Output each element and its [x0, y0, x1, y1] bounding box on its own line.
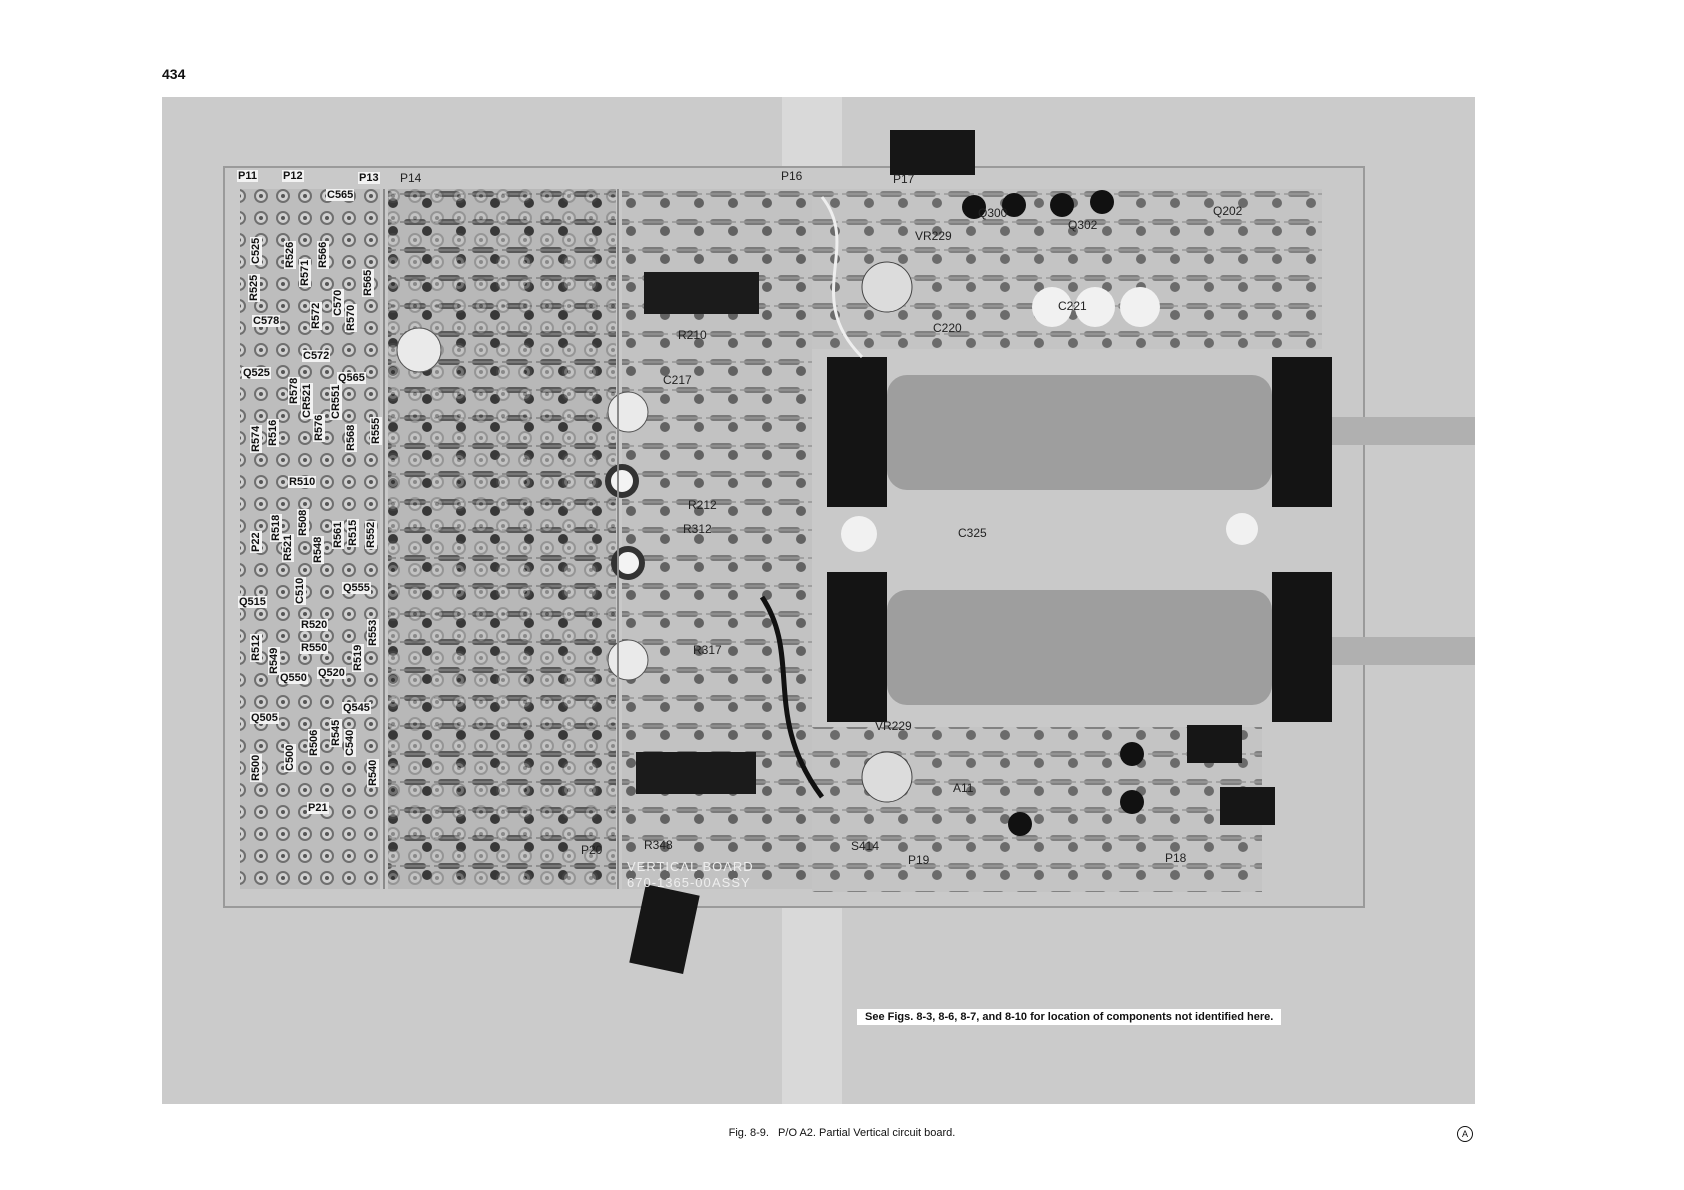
component-label: C565: [326, 189, 355, 201]
component-label: Q515: [238, 596, 267, 608]
component-label: CR551: [330, 383, 342, 420]
component-label: Q565: [337, 372, 366, 384]
figure-note: See Figs. 8-3, 8-6, 8-7, and 8-10 for lo…: [857, 1009, 1282, 1025]
board-silkscreen-assy: ASSY: [712, 875, 751, 890]
connector-label: P13: [358, 172, 380, 184]
component-label: R212: [688, 498, 717, 512]
revision-mark: A: [1457, 1126, 1473, 1142]
component-label: R576: [313, 413, 325, 442]
connector-label: P16: [781, 169, 803, 183]
figure-number: Fig. 8-9.: [728, 1127, 769, 1139]
component-label: C578: [252, 315, 281, 327]
component-label: Q302: [1068, 218, 1098, 232]
circuit-board-photo: P11 P12 P13 P14 P16 P17 P18 P19 P20 P21 …: [162, 97, 1475, 1104]
component-label: C217: [663, 373, 692, 387]
component-label: R572: [310, 301, 322, 330]
component-label: R515: [347, 518, 359, 547]
figure-caption: Fig. 8-9. P/O A2. Partial Vertical circu…: [0, 1127, 1684, 1139]
component-label: R550: [300, 642, 329, 654]
component-label: C572: [302, 350, 331, 362]
component-label: R561: [332, 520, 344, 549]
connector-label: P17: [893, 172, 915, 186]
connector-label: P11: [237, 170, 258, 182]
component-label: R348: [644, 838, 673, 852]
component-label: R518: [270, 513, 282, 542]
component-label: R525: [248, 273, 260, 302]
component-label: R512: [250, 633, 262, 662]
component-label: Q202: [1213, 204, 1243, 218]
component-label: R574: [250, 424, 262, 453]
component-label: A11: [953, 781, 974, 795]
page-number: 434: [162, 66, 186, 82]
component-label: P22: [250, 531, 262, 553]
component-label: R548: [312, 535, 324, 564]
component-label: Q555: [342, 582, 371, 594]
component-label: R520: [300, 619, 329, 631]
component-label: R526: [284, 240, 296, 269]
delay-line-lower: [827, 572, 1475, 722]
component-label: R519: [352, 643, 364, 672]
component-label: Q545: [342, 702, 371, 714]
component-label: CR521: [301, 382, 313, 419]
component-label: VR229: [915, 229, 952, 243]
component-label: R506: [308, 728, 320, 757]
component-label: C500: [284, 743, 296, 772]
component-label: R552: [365, 520, 377, 549]
connector-label: P14: [400, 171, 422, 185]
component-label: R508: [297, 508, 309, 537]
component-label: R553: [367, 618, 379, 647]
board-silkscreen-title: VERTICAL BOARD: [627, 859, 754, 874]
component-label: R317: [693, 643, 722, 657]
component-label: Q550: [279, 672, 308, 684]
component-label: C570: [332, 288, 344, 317]
component-label: R312: [683, 522, 712, 536]
component-label: R571: [299, 258, 311, 287]
component-label: S414: [851, 839, 880, 853]
figure-title: P/O A2. Partial Vertical circuit board.: [778, 1127, 956, 1139]
component-label: R566: [317, 240, 329, 269]
component-label: Q505: [250, 712, 279, 724]
component-label: R565: [362, 268, 374, 297]
component-label: R568: [345, 423, 357, 452]
component-label: R210: [678, 328, 707, 342]
connector-label: P12: [282, 170, 304, 182]
connector-label: P18: [1165, 851, 1187, 865]
connector-label: P19: [908, 853, 930, 867]
delay-line-upper: [827, 357, 1475, 507]
component-label: R516: [267, 418, 279, 447]
component-label: VR229: [875, 719, 912, 733]
component-label: C325: [958, 526, 987, 540]
component-label: C221: [1058, 299, 1087, 313]
component-label: R540: [367, 758, 379, 787]
connector-label: R510: [288, 476, 317, 488]
component-label: R521: [282, 533, 294, 562]
component-label: C525: [250, 236, 262, 265]
component-label: C510: [294, 576, 306, 605]
component-label: R578: [288, 376, 300, 405]
component-label: C220: [933, 321, 962, 335]
component-label: C540: [344, 728, 356, 757]
component-label: Q525: [242, 367, 271, 379]
component-label: R555: [370, 416, 382, 445]
component-label: R549: [268, 646, 280, 675]
component-label: Q520: [317, 667, 346, 679]
board-silkscreen-part: 670-1365-00: [627, 875, 712, 890]
connector-label: P21: [307, 802, 329, 814]
component-label: Q300: [978, 206, 1008, 220]
component-label: R545: [330, 718, 342, 747]
connector-label: P20: [581, 843, 603, 857]
component-label: R570: [345, 303, 357, 332]
circuit-board-illustration: [162, 97, 1475, 1104]
component-label: R500: [250, 753, 262, 782]
